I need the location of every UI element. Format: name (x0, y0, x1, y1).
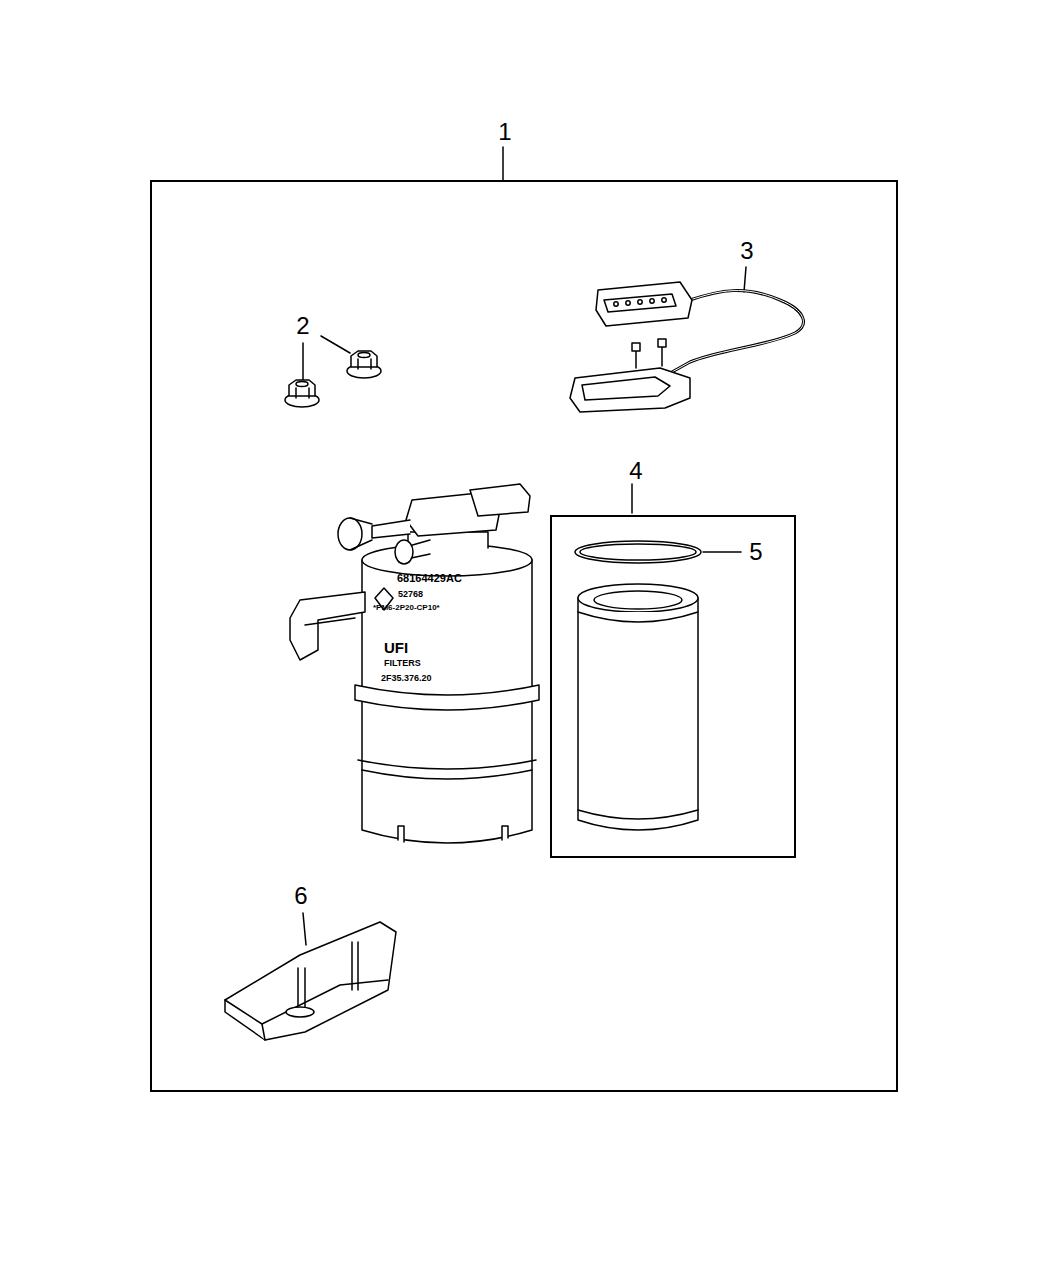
brand-marking: FILTERS (384, 659, 421, 669)
mounting-bracket (351, 942, 353, 990)
filter-housing (350, 518, 372, 550)
part-number-marking: 68164429AC (397, 572, 462, 584)
filter-housing (502, 826, 508, 840)
seal-ring (575, 541, 701, 563)
wiring-harness (638, 300, 642, 304)
mounting-bracket (262, 980, 388, 1024)
flange-nut (358, 353, 370, 358)
wiring-harness (614, 302, 618, 306)
wiring-harness (632, 343, 640, 351)
callout-number: 2 (296, 313, 309, 339)
wiring-harness (570, 368, 690, 412)
filter-housing (338, 518, 362, 550)
callout-number: 5 (749, 539, 762, 565)
flange-nut (285, 380, 319, 407)
flange-nut (357, 359, 359, 369)
seal-ring (575, 541, 701, 563)
wiring-harness (658, 339, 666, 347)
callout-number: 1 (498, 118, 511, 146)
filter-housing (398, 826, 404, 842)
flange-nut (347, 351, 381, 378)
flange-nut (308, 388, 310, 398)
flange-nut (351, 351, 377, 367)
flange-nut (296, 382, 308, 387)
filter-housing (362, 770, 532, 779)
wiring-harness (604, 294, 676, 312)
leader-lines (744, 267, 746, 292)
filter-housing (395, 540, 413, 564)
filter-housing (290, 484, 539, 843)
mounting-bracket (225, 922, 396, 1040)
wiring-harness (582, 377, 670, 400)
leader-lines (502, 147, 504, 180)
filter-element (578, 612, 698, 622)
wiring-harness (662, 298, 666, 302)
sub-kit-box: 4 (550, 515, 796, 858)
filter-housing (362, 544, 532, 576)
seal-ring (580, 544, 696, 560)
mounting-bracket (286, 1007, 314, 1017)
filter-housing (470, 484, 530, 516)
leader-lines (303, 147, 746, 945)
wiring-harness (596, 282, 692, 326)
filter-element (578, 584, 698, 612)
mounting-bracket (304, 968, 306, 1008)
wiring-harness (650, 299, 654, 303)
filter-element (594, 591, 682, 609)
flange-nut (289, 380, 315, 396)
filter-housing (372, 520, 410, 538)
mounting-bracket (225, 922, 396, 1040)
flange-nut (295, 388, 297, 398)
filter-element (578, 810, 698, 819)
filter-element (578, 598, 698, 830)
housing-marking: *PM6-2P20-CP10* (373, 604, 440, 613)
wiring-harness (570, 282, 803, 412)
leader-lines (631, 484, 633, 513)
kit-outline-box: 14 (150, 180, 898, 1092)
flange-nut (370, 359, 372, 369)
filter-housing (355, 685, 539, 710)
callout-number: 3 (740, 238, 753, 264)
mounting-bracket (225, 1000, 265, 1040)
filter-element (578, 584, 698, 830)
callout-number: 6 (294, 883, 307, 909)
mounting-bracket (297, 968, 299, 1008)
leader-lines (703, 551, 741, 553)
filter-housing (290, 592, 365, 660)
leader-lines (302, 343, 304, 382)
brand-marking: UFI (384, 640, 408, 657)
mounting-bracket (357, 942, 359, 990)
callout-number: 4 (629, 457, 642, 485)
filter-housing (305, 618, 355, 625)
leader-lines (303, 913, 306, 945)
wiring-harness (635, 350, 637, 368)
housing-marking: 52768 (398, 590, 423, 600)
wiring-harness (626, 301, 630, 305)
filter-housing (358, 760, 536, 769)
housing-marking: 2F35.376.20 (381, 674, 432, 684)
wiring-harness (661, 346, 663, 366)
leader-lines (321, 336, 350, 353)
